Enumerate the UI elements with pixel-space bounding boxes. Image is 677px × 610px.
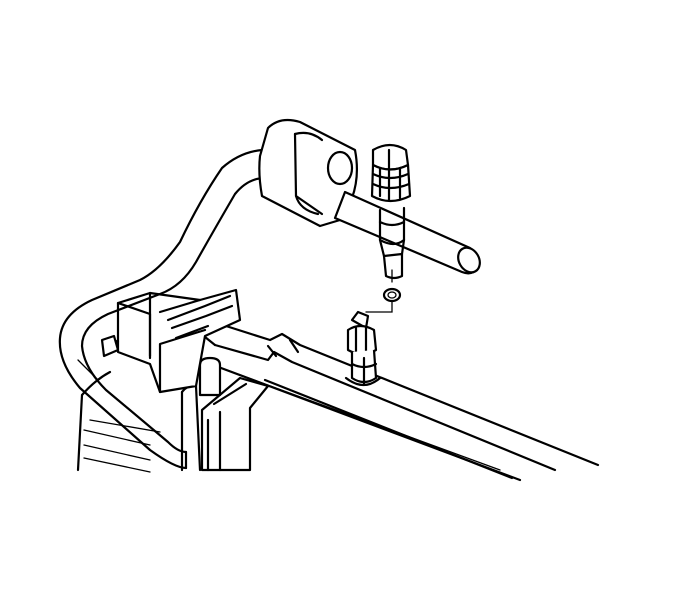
fitting-nut xyxy=(372,145,410,278)
bent-tube xyxy=(60,150,265,468)
alignment-leader-line xyxy=(366,270,392,312)
radiator xyxy=(78,290,598,480)
mating-fitting xyxy=(346,312,380,385)
radiator-bracket xyxy=(102,290,240,392)
seal-ring xyxy=(384,289,400,301)
tube-stub xyxy=(335,192,484,276)
tube-mounting-block xyxy=(259,120,357,226)
radiator-top-tank xyxy=(200,326,598,480)
